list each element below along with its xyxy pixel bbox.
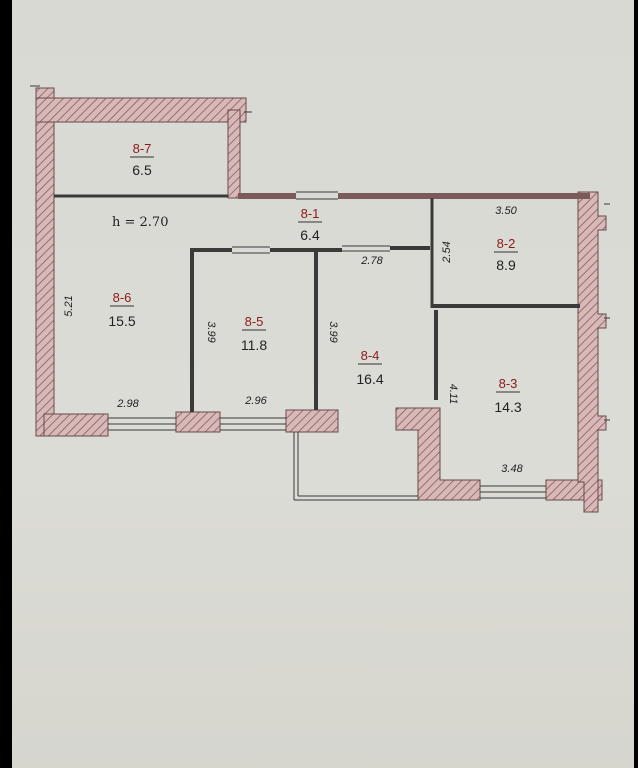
room-8-7-area: 6.5 [132, 162, 152, 178]
photo-border-right [634, 0, 638, 768]
dim-8-3-width: 3.48 [501, 463, 523, 475]
partitions [30, 85, 610, 501]
room-8-2-id: 8-2 [497, 236, 516, 251]
wall-left [35, 87, 55, 437]
wall-right-8-7 [227, 109, 241, 199]
dim-8-4-height: 3.99 [327, 321, 339, 342]
wall-top-8-7 [35, 97, 247, 123]
room-labels: 8-7 6.5 8-1 6.4 8-2 8.9 8-6 15.5 8-5 11.… [108, 141, 521, 415]
dim-8-3-height: 4.11 [447, 384, 459, 405]
dim-8-5-height: 3.99 [205, 321, 217, 342]
room-8-1-id: 8-1 [301, 206, 320, 221]
dim-8-6-height: 5.21 [63, 295, 75, 316]
walls [35, 87, 607, 513]
pier-1 [175, 411, 221, 433]
ceiling-height-label: h = 2.70 [112, 215, 168, 230]
room-8-4-id: 8-4 [361, 348, 380, 363]
room-8-5-id: 8-5 [245, 314, 264, 329]
room-8-3-id: 8-3 [499, 376, 518, 391]
room-8-6-area: 15.5 [108, 313, 135, 329]
dim-8-5-width: 2.96 [244, 395, 267, 407]
dimensions: 3.50 2.54 2.78 5.21 3.99 3.99 4.11 2.98 … [63, 205, 524, 475]
room-8-5-area: 11.8 [241, 337, 267, 353]
room-8-1-area: 6.4 [300, 227, 320, 243]
room-8-2-area: 8.9 [496, 257, 516, 273]
dim-8-6-width: 2.98 [116, 398, 139, 410]
wall-bottom-left [43, 413, 109, 437]
wall-8-4-right [395, 407, 481, 501]
room-8-6-id: 8-6 [113, 290, 132, 305]
room-8-3-area: 14.3 [494, 399, 521, 415]
pier-2 [285, 409, 339, 433]
dim-corridor-width: 2.78 [360, 255, 383, 267]
room-8-4-area: 16.4 [356, 371, 383, 387]
room-8-7-id: 8-7 [133, 141, 152, 156]
dim-8-2-width: 3.50 [495, 205, 517, 217]
photo-border-left [0, 0, 12, 768]
dim-8-2-height: 2.54 [441, 241, 453, 263]
wall-right [577, 191, 607, 513]
